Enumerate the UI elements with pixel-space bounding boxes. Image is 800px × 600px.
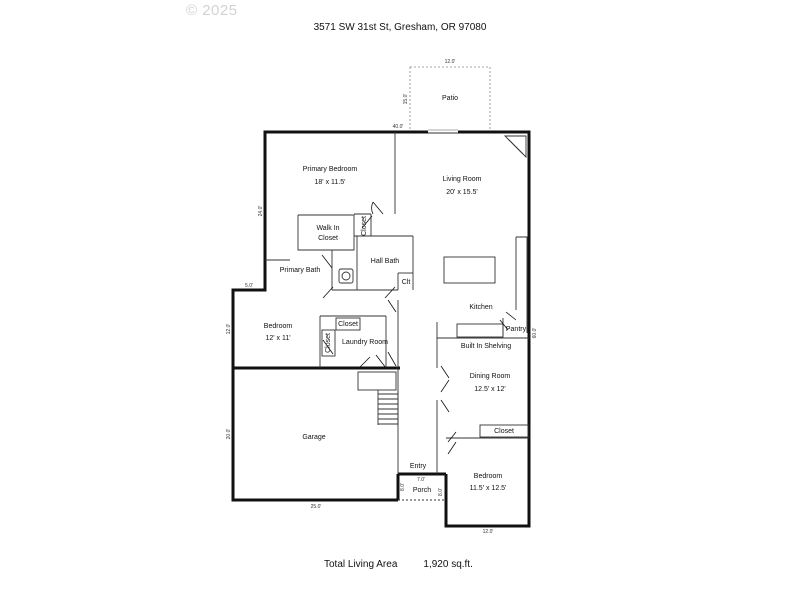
label-dining-room: Dining Room — [470, 373, 511, 380]
label-porch: Porch — [413, 487, 431, 494]
dim-garage-width: 25.0' — [311, 504, 322, 510]
size-primary-bedroom: 18' x 11.5' — [315, 179, 346, 186]
label-walk-in-closet-line2: Closet — [318, 235, 338, 242]
dim-porch-width: 7.0' — [417, 477, 425, 483]
dim-left-upper: 24.0' — [258, 206, 264, 217]
dim-top-width: 40.0' — [393, 124, 404, 130]
label-walk-in-closet-line1: Walk In — [316, 225, 339, 232]
dim-offset: 5.0' — [245, 283, 253, 289]
label-entry: Entry — [410, 463, 427, 470]
label-closet-bedroom-3: Closet — [494, 428, 514, 435]
label-kitchen: Kitchen — [469, 304, 492, 311]
door-swings — [321, 201, 517, 455]
total-living-area-value: 1,920 sq.ft. — [423, 559, 473, 570]
size-bedroom-3: 11.5' x 12.5' — [470, 485, 507, 492]
dim-bedroom-left: 12.0' — [226, 324, 232, 335]
total-living-area: Total Living Area 1,920 sq.ft. — [324, 559, 499, 570]
exterior-walls — [231, 130, 531, 528]
label-garage: Garage — [302, 434, 325, 441]
size-living-room: 20' x 15.5' — [446, 189, 477, 196]
dim-bottom-right: 12.0' — [483, 529, 494, 535]
size-bedroom-2: 12' x 11' — [265, 335, 290, 342]
dim-porch-depth-right: 8.0' — [438, 488, 444, 496]
label-bedroom-2: Bedroom — [264, 323, 293, 330]
label-bedroom-3: Bedroom — [474, 473, 503, 480]
dim-right-side: 60.0' — [532, 328, 538, 339]
label-clt: Clt — [402, 279, 411, 286]
size-dining-room: 12.5' x 12' — [474, 386, 505, 393]
label-built-in-shelving: Built In Shelving — [461, 343, 511, 350]
dim-garage-depth: 20.0' — [226, 429, 232, 440]
label-closet-hall: Closet — [338, 321, 358, 328]
label-closet-master: Closet — [361, 216, 368, 236]
dim-porch-depth-left: 8.0' — [400, 483, 406, 491]
property-address-title: 3571 SW 31st St, Gresham, OR 97080 — [313, 22, 487, 33]
dim-patio-width: 12.0' — [445, 59, 456, 65]
label-hall-bath: Hall Bath — [371, 258, 400, 265]
label-pantry: Pantry — [506, 326, 527, 333]
room-labels: Patio Primary Bedroom 18' x 11.5' Living… — [264, 95, 527, 494]
label-laundry-room: Laundry Room — [342, 339, 388, 346]
label-patio: Patio — [442, 95, 458, 102]
copyright-watermark: © 2025 — [186, 2, 238, 19]
dim-patio-depth: 15.0' — [403, 94, 409, 105]
dimension-labels: 12.0' 15.0' 40.0' 24.0' 12.0' 5.0' 60.0'… — [226, 59, 538, 535]
label-living-room: Living Room — [443, 176, 482, 183]
label-primary-bath: Primary Bath — [280, 267, 321, 274]
interior-walls — [265, 129, 529, 501]
total-living-area-label: Total Living Area — [324, 559, 398, 570]
label-primary-bedroom: Primary Bedroom — [303, 166, 358, 173]
label-closet-laundry: Closet — [325, 333, 332, 353]
